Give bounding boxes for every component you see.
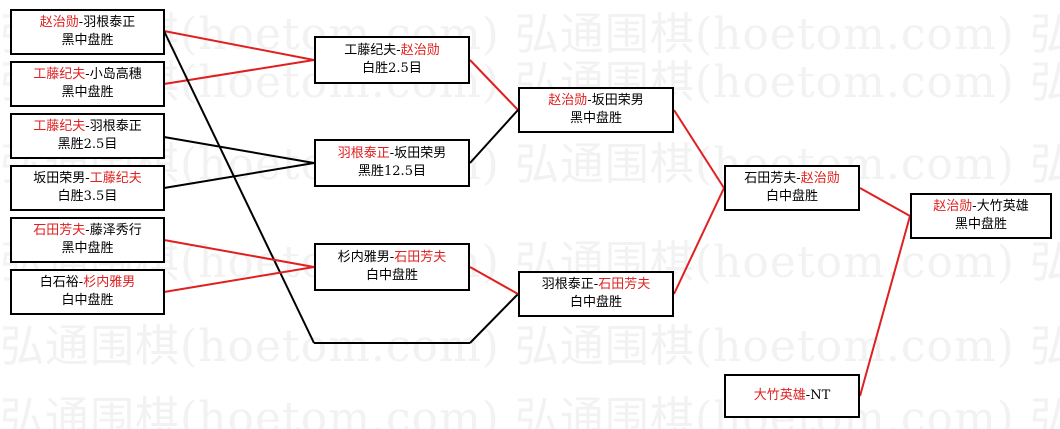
match-box: 大竹英雄-NT — [724, 374, 860, 418]
connector-line — [469, 109, 519, 164]
match-result: 黑中盘胜 — [954, 217, 1007, 232]
player-2: 赵治勋 — [800, 171, 840, 186]
connector-line — [163, 136, 315, 164]
match-result: 黑中盘胜 — [569, 111, 622, 126]
match-box: 工藤纪夫-赵治勋 白胜2.5目 — [314, 36, 470, 84]
connector-line — [163, 162, 315, 189]
match-box: 赵治勋-羽根泰正 黑中盘胜 — [10, 9, 165, 55]
match-box: 工藤纪夫-羽根泰正 黑胜2.5目 — [10, 113, 165, 159]
player-2: 工藤纪夫 — [89, 171, 142, 186]
player-2: 坂田荣男 — [591, 93, 644, 108]
player-1: 白石裕 — [39, 275, 79, 290]
connector-line — [469, 293, 519, 344]
player-1: 石田芳夫 — [744, 171, 797, 186]
match-result: 白中盘胜 — [765, 189, 818, 204]
match-box: 羽根泰正-坂田荣男 黑胜12.5目 — [314, 139, 470, 187]
match-box: 工藤纪夫-小岛高穗 黑中盘胜 — [10, 61, 165, 107]
match-result: 白胜3.5目 — [57, 189, 118, 204]
connector-line — [163, 59, 315, 85]
match-result: 白胜2.5目 — [362, 61, 422, 76]
player-2: 大竹英雄 — [976, 199, 1029, 214]
player-2: 羽根泰正 — [83, 15, 136, 30]
player-1: 杉内雅男 — [337, 250, 390, 265]
player-2: 羽根泰正 — [89, 119, 142, 134]
player-2: 杉内雅男 — [83, 275, 136, 290]
player-1: 赵治勋 — [548, 93, 588, 108]
player-2: 坂田荣男 — [394, 146, 447, 161]
match-box: 坂田荣男-工藤纪夫 白胜3.5目 — [10, 165, 165, 211]
match-box: 赵治勋-坂田荣男 黑中盘胜 — [518, 87, 674, 133]
player-2: 石田芳夫 — [598, 277, 651, 292]
player-1: 赵治勋 — [39, 15, 79, 30]
match-box: 羽根泰正-石田芳夫 白中盘胜 — [518, 271, 674, 317]
match-result: 白中盘胜 — [365, 268, 418, 283]
player-2: 赵治勋 — [400, 43, 440, 58]
connector-line — [163, 30, 315, 61]
connector-line — [859, 187, 911, 217]
player-2: NT — [810, 388, 831, 403]
match-result: 黑中盘胜 — [61, 85, 114, 100]
player-1: 羽根泰正 — [337, 146, 390, 161]
connector-line — [673, 187, 725, 295]
match-box: 石田芳夫-赵治勋 白中盘胜 — [724, 165, 860, 211]
player-2: 藤泽秀行 — [89, 223, 142, 238]
match-box: 白石裕-杉内雅男 白中盘胜 — [10, 269, 165, 315]
player-1: 赵治勋 — [933, 199, 973, 214]
connector-line — [469, 266, 519, 295]
match-result: 白中盘胜 — [569, 295, 622, 310]
player-1: 大竹英雄 — [753, 388, 806, 403]
match-result: 白中盘胜 — [61, 293, 114, 308]
player-1: 石田芳夫 — [33, 223, 86, 238]
match-box: 石田芳夫-藤泽秀行 黑中盘胜 — [10, 217, 165, 263]
connector-line — [163, 239, 315, 268]
connector-line — [859, 215, 911, 397]
connector-line — [673, 109, 725, 189]
player-1: 羽根泰正 — [541, 277, 594, 292]
connector-line — [163, 30, 315, 344]
match-box: 杉内雅男-石田芳夫 白中盘胜 — [314, 243, 470, 291]
player-1: 工藤纪夫 — [33, 67, 86, 82]
match-result: 黑中盘胜 — [61, 33, 114, 48]
player-1: 工藤纪夫 — [344, 43, 397, 58]
match-result: 黑中盘胜 — [61, 241, 114, 256]
match-result: 黑胜2.5目 — [57, 137, 118, 152]
connector-line — [163, 266, 315, 293]
player-1: 坂田荣男 — [33, 171, 86, 186]
final-match-box: 赵治勋-大竹英雄 黑中盘胜 — [910, 193, 1052, 239]
match-result: 黑胜12.5目 — [358, 164, 426, 179]
player-2: 小岛高穗 — [89, 67, 142, 82]
connector-line — [469, 59, 519, 111]
player-2: 石田芳夫 — [394, 250, 447, 265]
player-1: 工藤纪夫 — [33, 119, 86, 134]
